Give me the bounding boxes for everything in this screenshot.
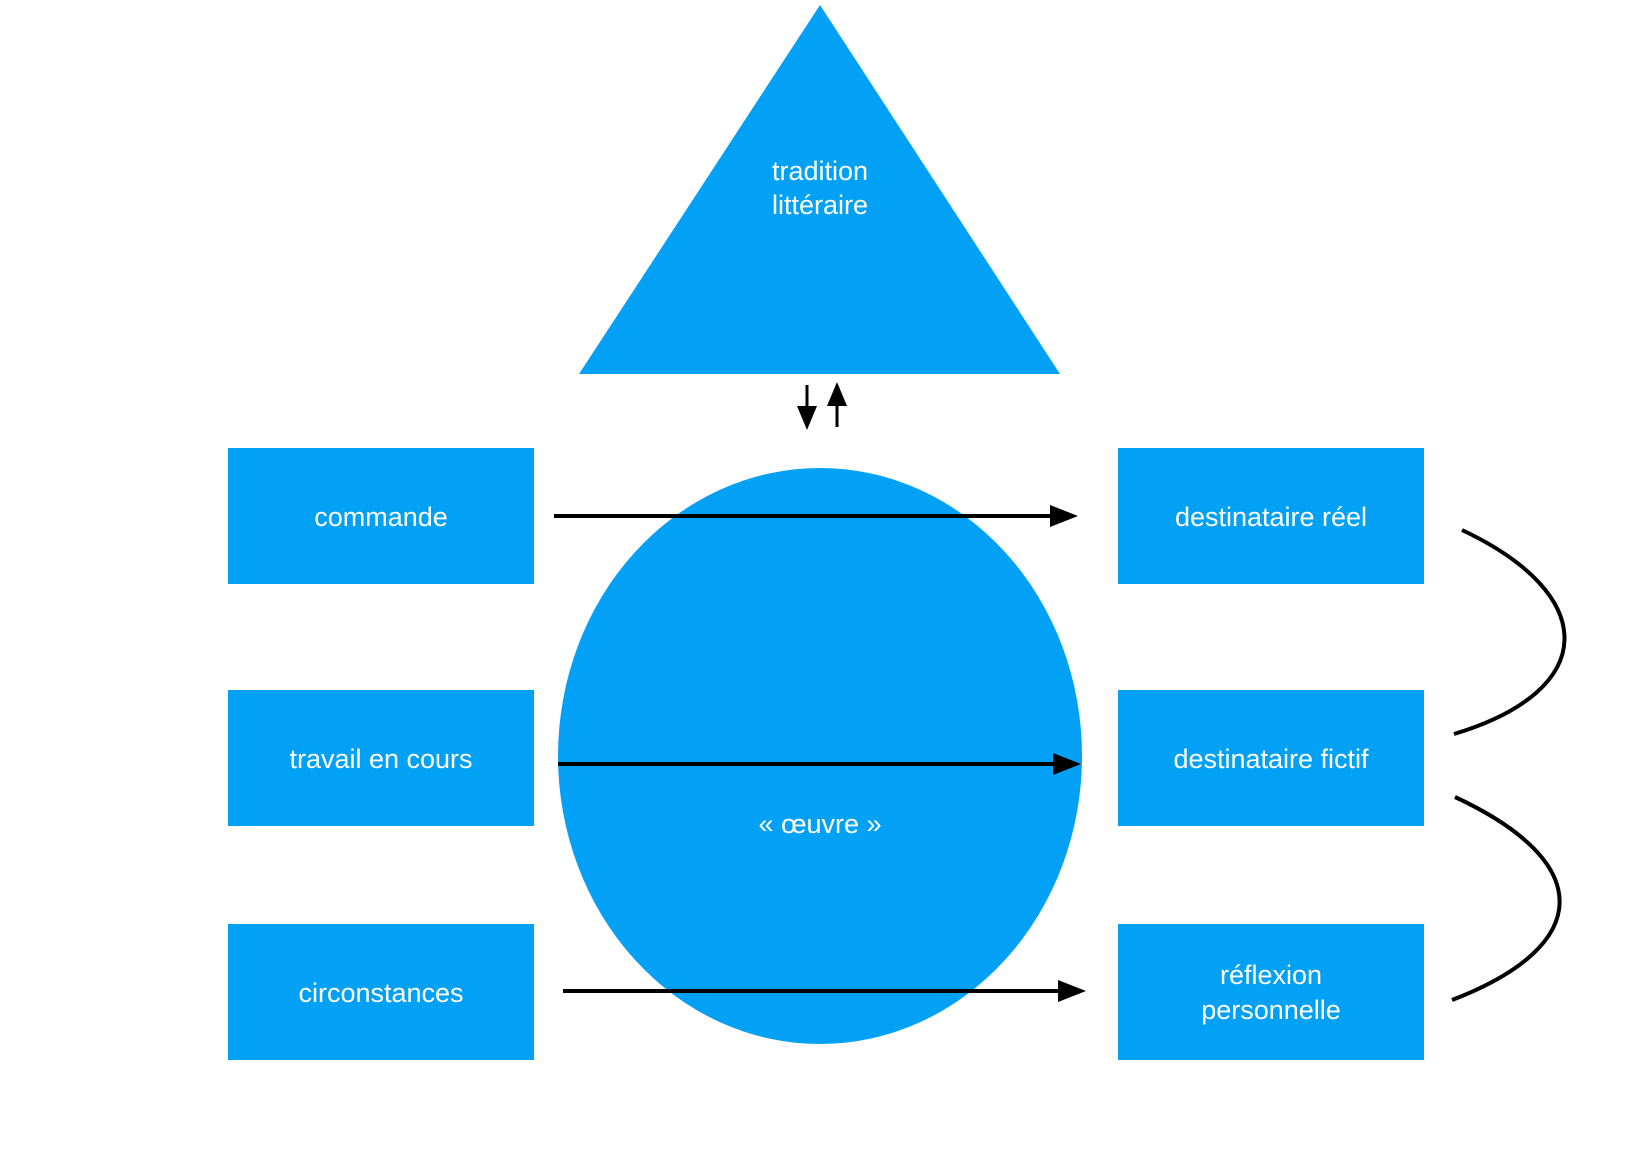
circle-oeuvre <box>558 468 1082 1044</box>
box-circonstances-label: circonstances <box>298 978 463 1008</box>
box-travail-en-cours <box>228 690 534 826</box>
box-reflexion-personnelle <box>1118 924 1424 1060</box>
box-destinataire-reel <box>1118 448 1424 584</box>
triangle-label-line2: littéraire <box>772 190 868 220</box>
box-reflexion-label-line2: personnelle <box>1201 995 1341 1025</box>
triangle-tradition-litteraire <box>579 5 1060 374</box>
arrow-commande-to-destinataire-reel <box>554 505 1078 527</box>
circle-label: « œuvre » <box>758 809 881 839</box>
bidirectional-arrows <box>797 382 847 430</box>
box-commande <box>228 448 534 584</box>
box-reflexion-label-line1: réflexion <box>1220 960 1322 990</box>
box-commande-label: commande <box>314 502 448 532</box>
box-destinataire-fictif <box>1118 690 1424 826</box>
arrow-travail-to-destinataire-fictif <box>558 753 1081 775</box>
arrow-circonstances-to-reflexion <box>563 980 1086 1002</box>
box-circonstances <box>228 924 534 1060</box>
curve-fictif-to-reflexion <box>1451 795 1562 1002</box>
box-destinataire-reel-label: destinataire réel <box>1175 502 1367 532</box>
curve-reel-to-fictif <box>1453 528 1567 736</box>
box-destinataire-fictif-label: destinataire fictif <box>1173 744 1369 774</box>
box-travail-label: travail en cours <box>289 744 472 774</box>
triangle-label-line1: tradition <box>772 156 868 186</box>
